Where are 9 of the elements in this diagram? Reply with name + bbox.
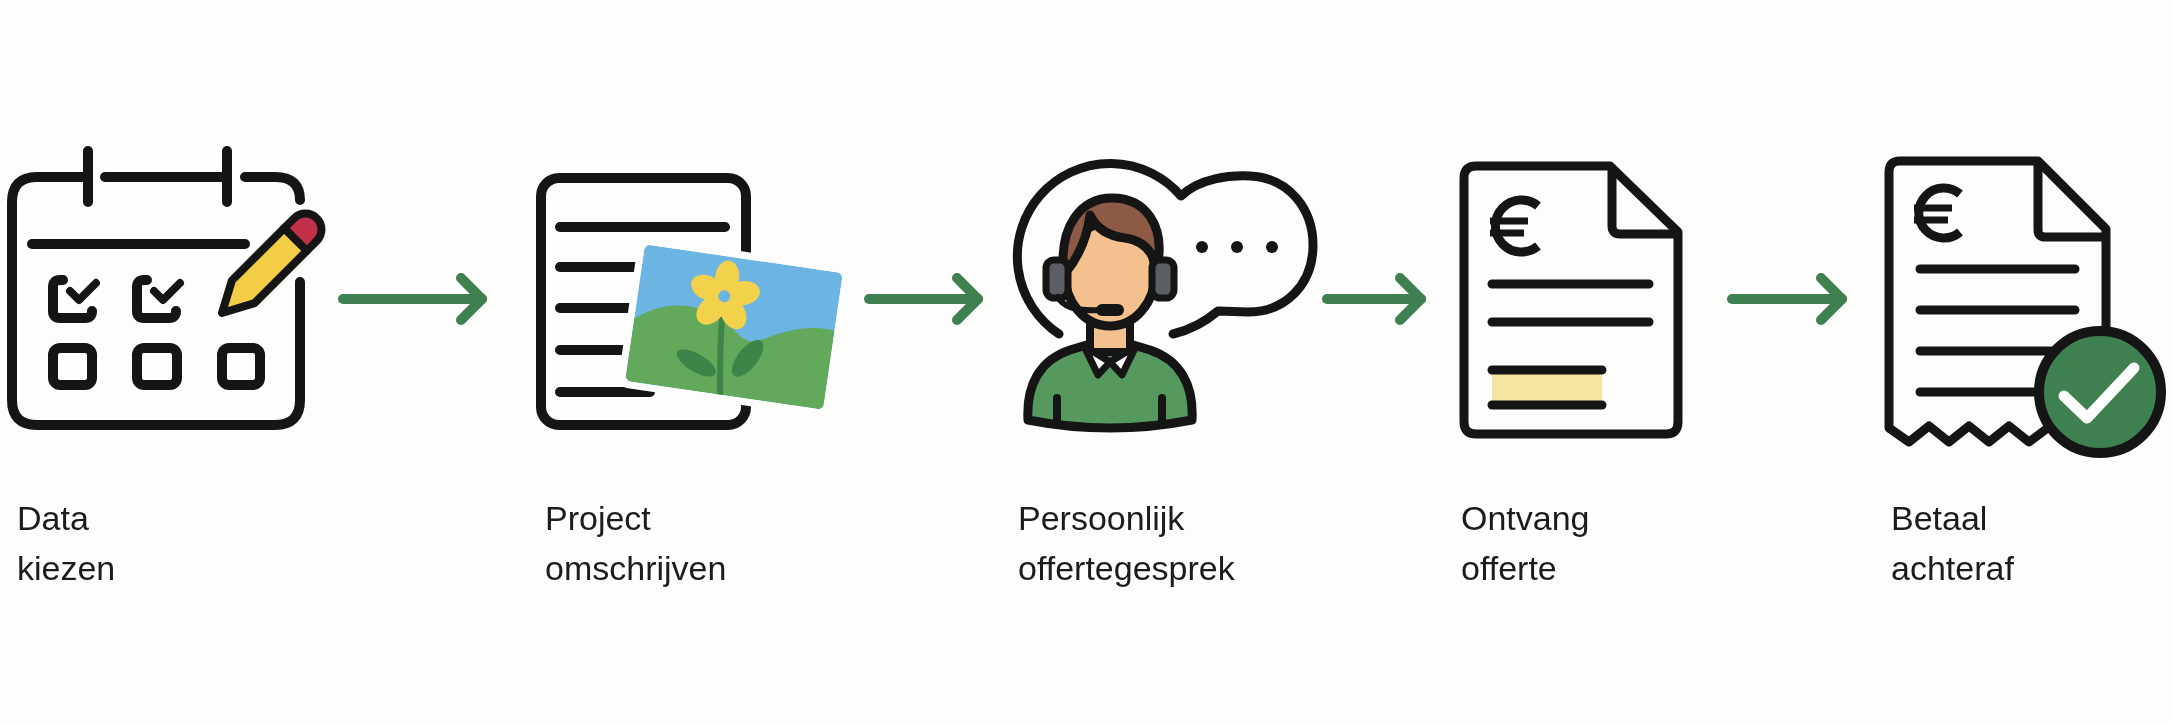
step-label: Ontvang offerte: [1461, 498, 1590, 589]
arrow: [338, 273, 487, 325]
step-label: Data kiezen: [17, 498, 116, 589]
arrow: [1727, 273, 1847, 325]
arrow: [1322, 273, 1426, 325]
step-label: Persoonlijk offertegesprek: [1018, 498, 1235, 589]
arrow: [864, 273, 983, 325]
step-label: Project omschrijven: [545, 498, 727, 589]
step-label: Betaal achteraf: [1891, 498, 2014, 589]
